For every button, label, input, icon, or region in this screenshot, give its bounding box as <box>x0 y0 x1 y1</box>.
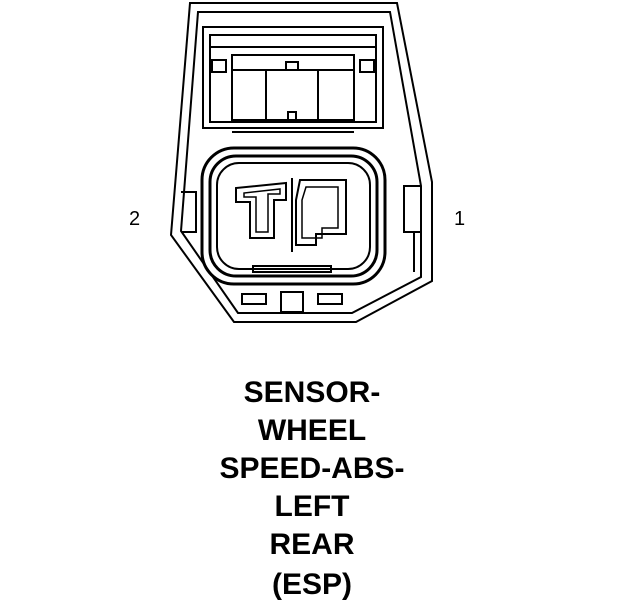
connector-face-drawing <box>169 2 433 323</box>
terminal-cavity-1 <box>295 179 347 246</box>
left-notch <box>181 191 197 233</box>
right-step <box>404 231 415 272</box>
caption-line-3: SPEED-ABS- <box>219 452 405 485</box>
caption-line-5: REAR <box>269 528 355 561</box>
caption-line-1: SENSOR- <box>243 376 381 409</box>
caption-line-6: (ESP) <box>271 568 352 600</box>
pin-number-label-1: 1 <box>454 208 466 230</box>
caption-line-2: WHEEL <box>257 414 367 447</box>
locking-latch <box>202 26 384 133</box>
bottom-slot-center <box>280 291 304 313</box>
connector-seal-outer <box>200 146 387 286</box>
keyway <box>252 265 332 273</box>
connector-housing-inner-edge <box>179 11 422 314</box>
connector-caption: SENSOR- WHEEL SPEED-ABS- LEFT REAR (ESP) <box>0 374 624 600</box>
connector-housing <box>169 2 433 323</box>
right-notch <box>403 185 421 233</box>
bottom-slot-left <box>241 293 267 305</box>
terminal-cavities <box>235 178 347 252</box>
connector-seal-inner <box>208 154 379 278</box>
bottom-slot-right <box>317 293 343 305</box>
terminal-cavity-2 <box>235 181 287 239</box>
caption-line-4: LEFT <box>274 490 350 523</box>
pin-number-label-2: 2 <box>129 208 141 230</box>
connector-seal-cavity <box>216 162 371 270</box>
